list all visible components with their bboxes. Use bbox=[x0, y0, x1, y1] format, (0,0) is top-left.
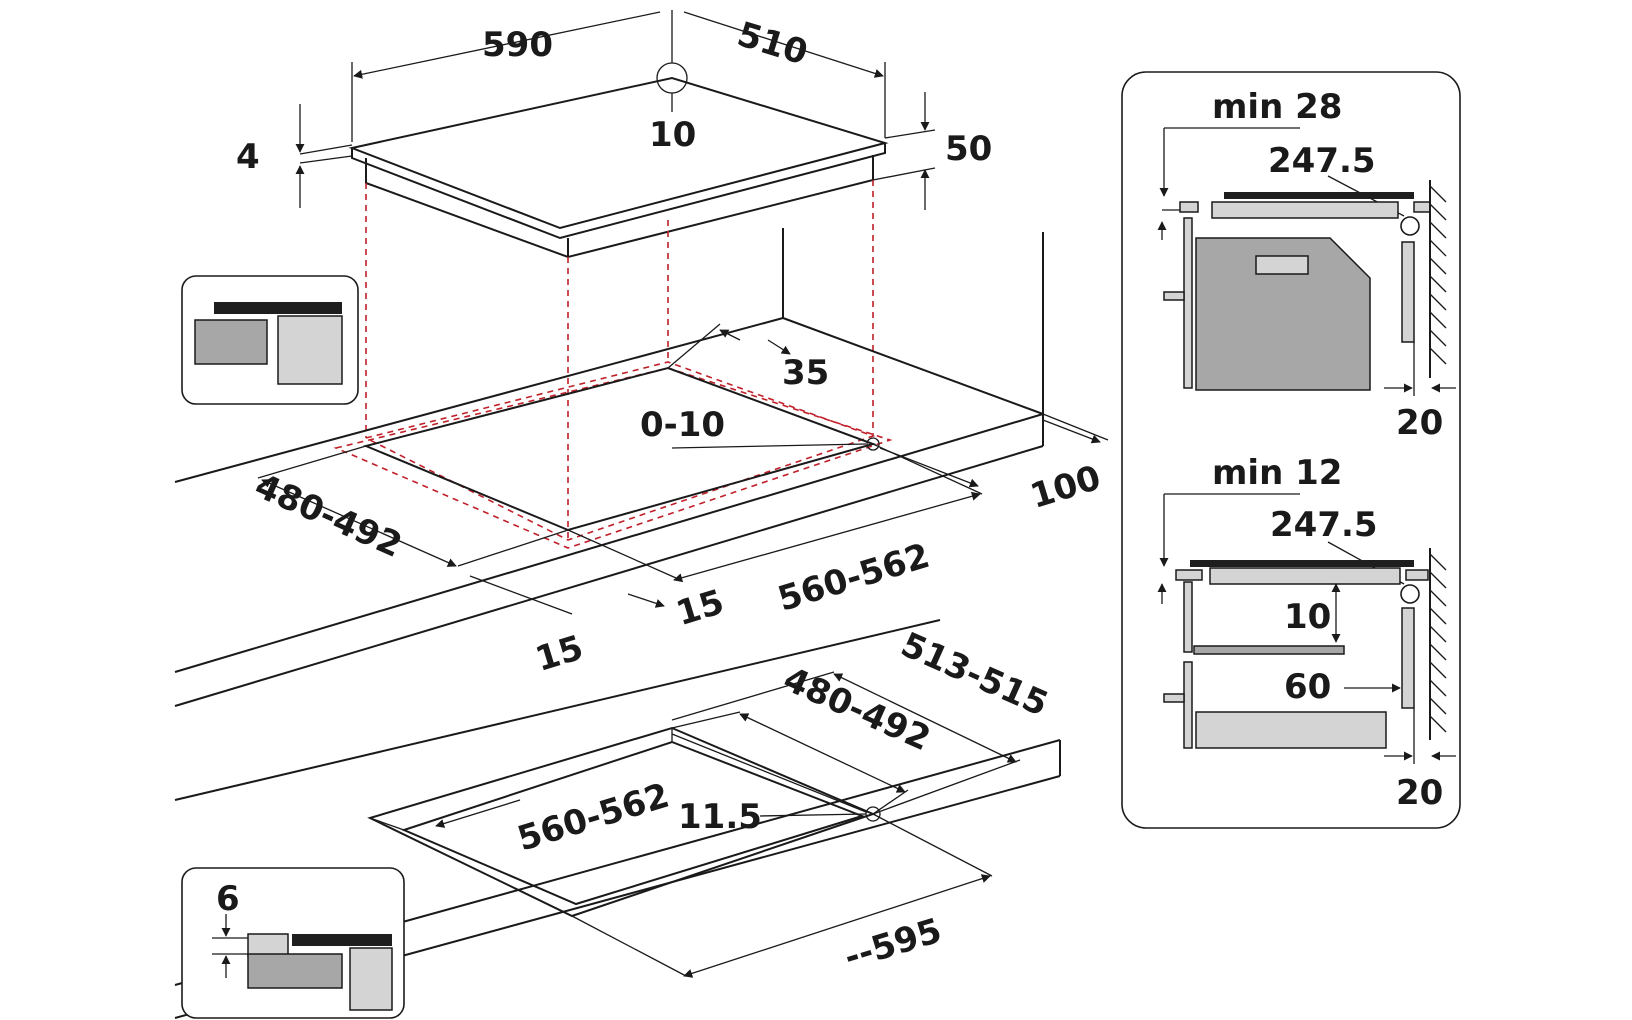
flush-inset-depth-label: 6 bbox=[216, 879, 240, 919]
hob-radius-label: 10 bbox=[649, 115, 696, 155]
flush-depth-label: 480-492 bbox=[777, 659, 936, 759]
margin-left-label: 15 bbox=[531, 628, 588, 680]
hob-glass-edge bbox=[351, 143, 886, 240]
bottom-gap-vertical-label: 10 bbox=[1284, 597, 1331, 637]
glass-thickness-label: 4 bbox=[236, 137, 260, 177]
hob-body bbox=[365, 155, 874, 259]
circle-marker-icon bbox=[1400, 584, 1420, 604]
inset-top-mount bbox=[181, 275, 359, 405]
flush-outer-depth-label: 513-515 bbox=[895, 625, 1054, 725]
cutout-depth-label: 480-492 bbox=[249, 466, 408, 566]
bottom-wall-gap-label: 20 bbox=[1396, 773, 1443, 813]
top-min-label: min 28 bbox=[1212, 87, 1342, 127]
projection-guides bbox=[333, 180, 893, 549]
cutout-flush-inner bbox=[401, 740, 866, 906]
bottom-gap-horizontal-label: 60 bbox=[1284, 667, 1331, 707]
flush-width-label: 560-562 bbox=[513, 776, 674, 860]
cutout-radius-label: 0-10 bbox=[640, 405, 725, 445]
hob-height-label: 50 bbox=[945, 129, 992, 169]
inset-flush-mount: 6 bbox=[181, 867, 405, 1019]
front-clearance-label: 35 bbox=[782, 353, 829, 393]
top-radius-label: 247.5 bbox=[1268, 141, 1376, 181]
top-wall-gap-label: 20 bbox=[1396, 403, 1443, 443]
circle-marker-icon bbox=[866, 437, 880, 451]
bottom-radius-label: 247.5 bbox=[1270, 505, 1378, 545]
flush-outer-width-label: --595 bbox=[840, 911, 947, 978]
hob-width-label: 590 bbox=[482, 25, 553, 65]
cutout-width-label: 560-562 bbox=[773, 536, 934, 620]
cutout-outline-dashed bbox=[363, 361, 876, 541]
side-section-panel: min 28 247.5 bbox=[1121, 71, 1461, 829]
flush-radius-label: 11.5 bbox=[678, 797, 762, 837]
hob-depth-label: 510 bbox=[733, 14, 813, 73]
margin-right-label: 15 bbox=[672, 582, 729, 634]
circle-marker-icon bbox=[1400, 216, 1420, 236]
rear-clearance-label: 100 bbox=[1026, 458, 1106, 517]
side-section-top: min 28 247.5 bbox=[1157, 87, 1456, 443]
hob-drawing: 590 510 10 4 50 bbox=[236, 10, 992, 259]
hob-glass-top bbox=[348, 76, 889, 230]
side-section-bottom: min 12 247.5 10 60 bbox=[1157, 453, 1456, 813]
bottom-min-label: min 12 bbox=[1212, 453, 1342, 493]
